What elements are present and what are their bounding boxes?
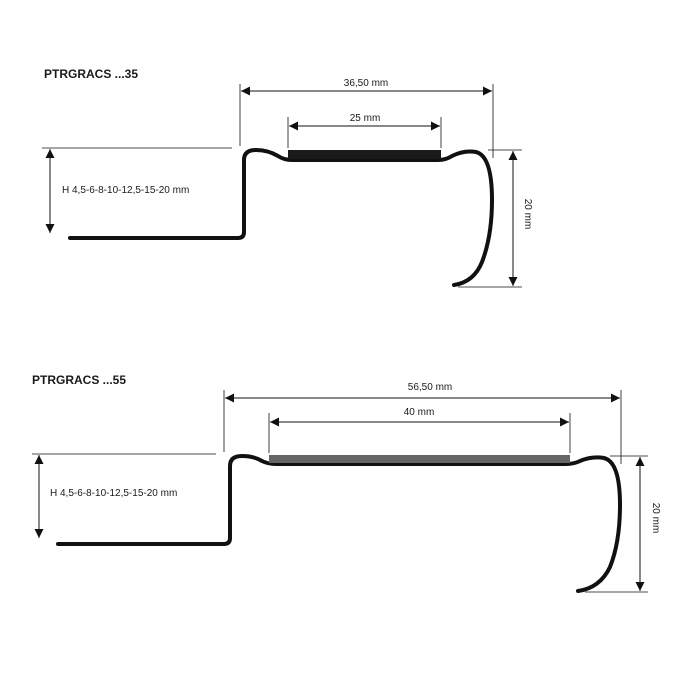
profile-35-insert-width-label: 25 mm: [350, 113, 381, 124]
profile-55-title: PTRGRACS ...55: [32, 373, 126, 387]
profile-55-nose-height-label: 20 mm: [650, 503, 661, 534]
profile-55-height-range-label: H 4,5-6-8-10-12,5-15-20 mm: [50, 488, 177, 499]
profile-55-section-outline: [56, 454, 622, 593]
profile-35-nose-height-label: 20 mm: [522, 199, 533, 230]
profile-35-insert-strip: [288, 150, 441, 159]
profile-35-group: PTRGRACS ...35 36,50 mm 25 mm H 4,5-6-8-…: [42, 67, 533, 288]
profile-55-insert-strip: [269, 455, 570, 463]
profile-55-insert-width-label: 40 mm: [404, 407, 435, 418]
profile-35-height-range-label: H 4,5-6-8-10-12,5-15-20 mm: [62, 185, 189, 196]
profile-35-overall-width-label: 36,50 mm: [344, 78, 388, 89]
profile-35-title: PTRGRACS ...35: [44, 67, 138, 81]
profile-55-overall-width-label: 56,50 mm: [408, 382, 452, 393]
profile-55-group: PTRGRACS ...55 56,50 mm 40 mm H 4,5-6-8-…: [32, 373, 661, 593]
profile-35-section-outline: [68, 148, 494, 287]
